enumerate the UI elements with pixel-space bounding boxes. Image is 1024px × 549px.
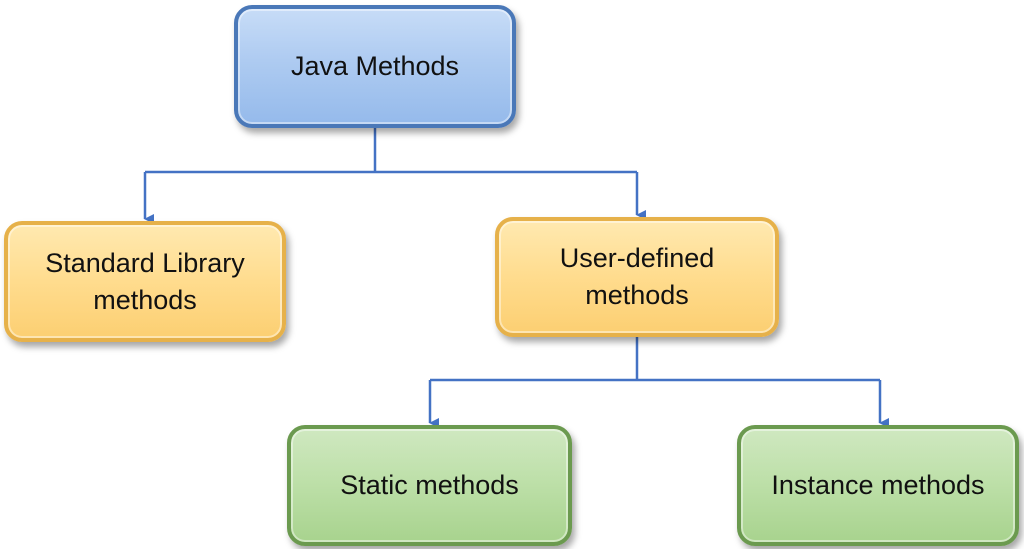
static-methods-node: Static methods xyxy=(287,425,572,546)
user-defined-methods-label: User-defined methods xyxy=(546,240,729,314)
standard-library-methods-node: Standard Library methods xyxy=(4,221,286,342)
standard-library-methods-label: Standard Library methods xyxy=(31,245,259,319)
static-methods-label: Static methods xyxy=(340,470,519,500)
instance-methods-label: Instance methods xyxy=(771,470,985,500)
user-defined-line-2: methods xyxy=(585,280,689,310)
java-methods-label: Java Methods xyxy=(290,51,460,81)
java-methods-node: Java Methods xyxy=(234,5,516,128)
user-defined-line-1: User-defined xyxy=(559,243,715,273)
instance-methods-node: Instance methods xyxy=(737,425,1019,546)
user-defined-methods-node: User-defined methods xyxy=(495,217,779,337)
standard-library-line-1: Standard Library xyxy=(45,247,245,278)
standard-library-line-2: methods xyxy=(93,284,197,315)
